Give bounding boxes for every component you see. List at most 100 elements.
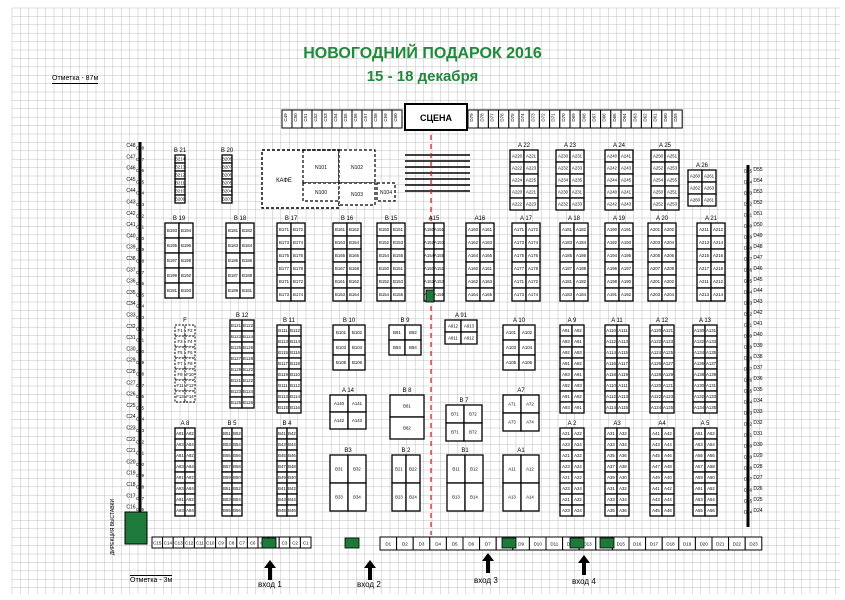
booth-label: A134 xyxy=(694,405,705,410)
block-label: A 11 xyxy=(611,318,623,324)
perimeter-booth-top-d-label: D64 xyxy=(622,113,627,122)
perimeter-booth-bottom-d-label: D22 xyxy=(733,541,742,546)
booth-label: A55 xyxy=(695,508,703,513)
block-label: A 19 xyxy=(613,216,626,222)
perimeter-booth-left-label: С32 xyxy=(126,324,135,330)
cafe-booth-label: N104 xyxy=(380,190,392,196)
perimeter-booth-left-label: С19 xyxy=(136,473,145,478)
booth-label: B72 xyxy=(469,412,477,417)
booth-label: A84 xyxy=(186,508,194,513)
booth-label: A222 xyxy=(512,202,523,207)
booth-label: A241 xyxy=(621,154,632,159)
booth-label: A155 xyxy=(434,253,445,258)
block-label: A15 xyxy=(429,216,440,222)
booth-label: A195 xyxy=(621,253,632,258)
booth-label: A202 xyxy=(664,227,675,232)
booth-label: B193 xyxy=(181,288,192,293)
booth-label: B106 xyxy=(352,360,363,365)
booth-label: B110 xyxy=(290,372,300,377)
booth-label: B105 xyxy=(336,360,347,365)
perimeter-booth-left-label: С21 xyxy=(126,448,135,454)
booth-label: A161 xyxy=(482,266,493,271)
booth-label: A40 xyxy=(664,475,672,480)
booth-label: B152 xyxy=(379,279,390,284)
booth-label: A215 xyxy=(699,253,710,258)
block-label: F xyxy=(183,318,187,324)
perimeter-booth-left-label: С37 xyxy=(126,267,135,273)
booth-label: B193 xyxy=(167,228,178,233)
booth-label: A122 xyxy=(651,394,662,399)
perimeter-booth-left-label: С27 xyxy=(136,383,145,388)
perimeter-booth-right-label: D46 xyxy=(744,267,753,272)
booth-label: B22 xyxy=(409,467,417,472)
booth-label: A214 xyxy=(713,240,724,245)
booth-label: F3 xyxy=(177,339,183,344)
booth-label: A24 xyxy=(574,486,582,491)
booth-label: B155 xyxy=(393,253,404,258)
block-label: B 11 xyxy=(283,318,296,324)
booth-label: A140 xyxy=(334,401,345,406)
booth-label: B153 xyxy=(393,279,404,284)
perimeter-booth-left-label: С45 xyxy=(126,177,135,183)
booth-label: A42 xyxy=(664,486,672,491)
booth-label: B127 xyxy=(231,356,242,361)
booth-label: A30 xyxy=(619,475,627,480)
booth-label: A164 xyxy=(468,292,479,297)
perimeter-booth-right-label: D39 xyxy=(744,344,753,349)
perimeter-booth-bottom-c-label: С10 xyxy=(206,540,215,545)
perimeter-booth-top-d-label: D73 xyxy=(530,113,535,122)
booth-label: A33 xyxy=(607,497,615,502)
booth-label: B213 xyxy=(175,165,186,170)
booth-label: A35 xyxy=(607,508,615,513)
perimeter-booth-left-label: С24 xyxy=(136,417,145,422)
booth-label: B123 xyxy=(231,334,242,339)
perimeter-booth-right-label: D54 xyxy=(744,179,753,184)
booth-label: B12 xyxy=(470,467,478,472)
booth-label: B174 xyxy=(293,292,304,297)
perimeter-booth-bottom-d-label: D19 xyxy=(683,541,692,546)
perimeter-booth-top-c-label: С51 xyxy=(303,113,308,122)
booth-label: A245 xyxy=(621,178,632,183)
booth xyxy=(664,197,680,211)
block-label: A 24 xyxy=(613,143,626,149)
booth-label: A93 xyxy=(574,383,582,388)
booth-label: B51 xyxy=(223,486,231,491)
booth xyxy=(661,504,675,517)
booth-label: A23 xyxy=(562,486,570,491)
perimeter-booth-left-label: С20 xyxy=(126,459,135,465)
block-label: A 17 xyxy=(520,216,533,222)
entrance-arrow-icon xyxy=(264,560,276,580)
perimeter-booth-right-label: D35 xyxy=(744,388,753,393)
booth-label: A38 xyxy=(619,464,627,469)
booth-label: B124 xyxy=(243,334,254,339)
booth-label: A34 xyxy=(619,497,627,502)
booth-label: A42 xyxy=(664,431,672,436)
perimeter-booth-right-label: D55 xyxy=(753,167,762,173)
booth-label: A253 xyxy=(667,166,678,171)
perimeter-booth-top-d-label: D62 xyxy=(643,113,648,122)
booth-label: A175 xyxy=(514,253,525,258)
perimeter-booth-top-c-label: С59 xyxy=(383,113,388,122)
booth-label: A243 xyxy=(621,166,632,171)
directorate-booth xyxy=(124,511,148,545)
booth-label: A56 xyxy=(707,453,715,458)
booth-label: A71 xyxy=(508,402,516,407)
booth-label: A225 xyxy=(526,178,537,183)
booth-label: A58 xyxy=(707,464,715,469)
block-label: A 21 xyxy=(705,216,718,222)
booth-label: A233 xyxy=(572,166,583,171)
booth-label: A203 xyxy=(650,292,661,297)
booth-label: A241 xyxy=(621,190,632,195)
booth-label: A39 xyxy=(607,475,615,480)
entrance-arrow-icon xyxy=(482,553,494,573)
booth-label: A83 xyxy=(176,508,184,513)
perimeter-booth-right-label: D32 xyxy=(753,420,762,426)
perimeter-booth-bottom-d-label: D23 xyxy=(749,541,758,546)
booth-label: B184 xyxy=(242,243,253,248)
booth xyxy=(404,339,422,356)
booth xyxy=(290,287,306,302)
booth-label: A44 xyxy=(664,497,672,502)
booth-label: B204 xyxy=(222,189,233,194)
booth xyxy=(239,282,255,299)
perimeter-booth-top-c-label: С58 xyxy=(373,113,378,122)
